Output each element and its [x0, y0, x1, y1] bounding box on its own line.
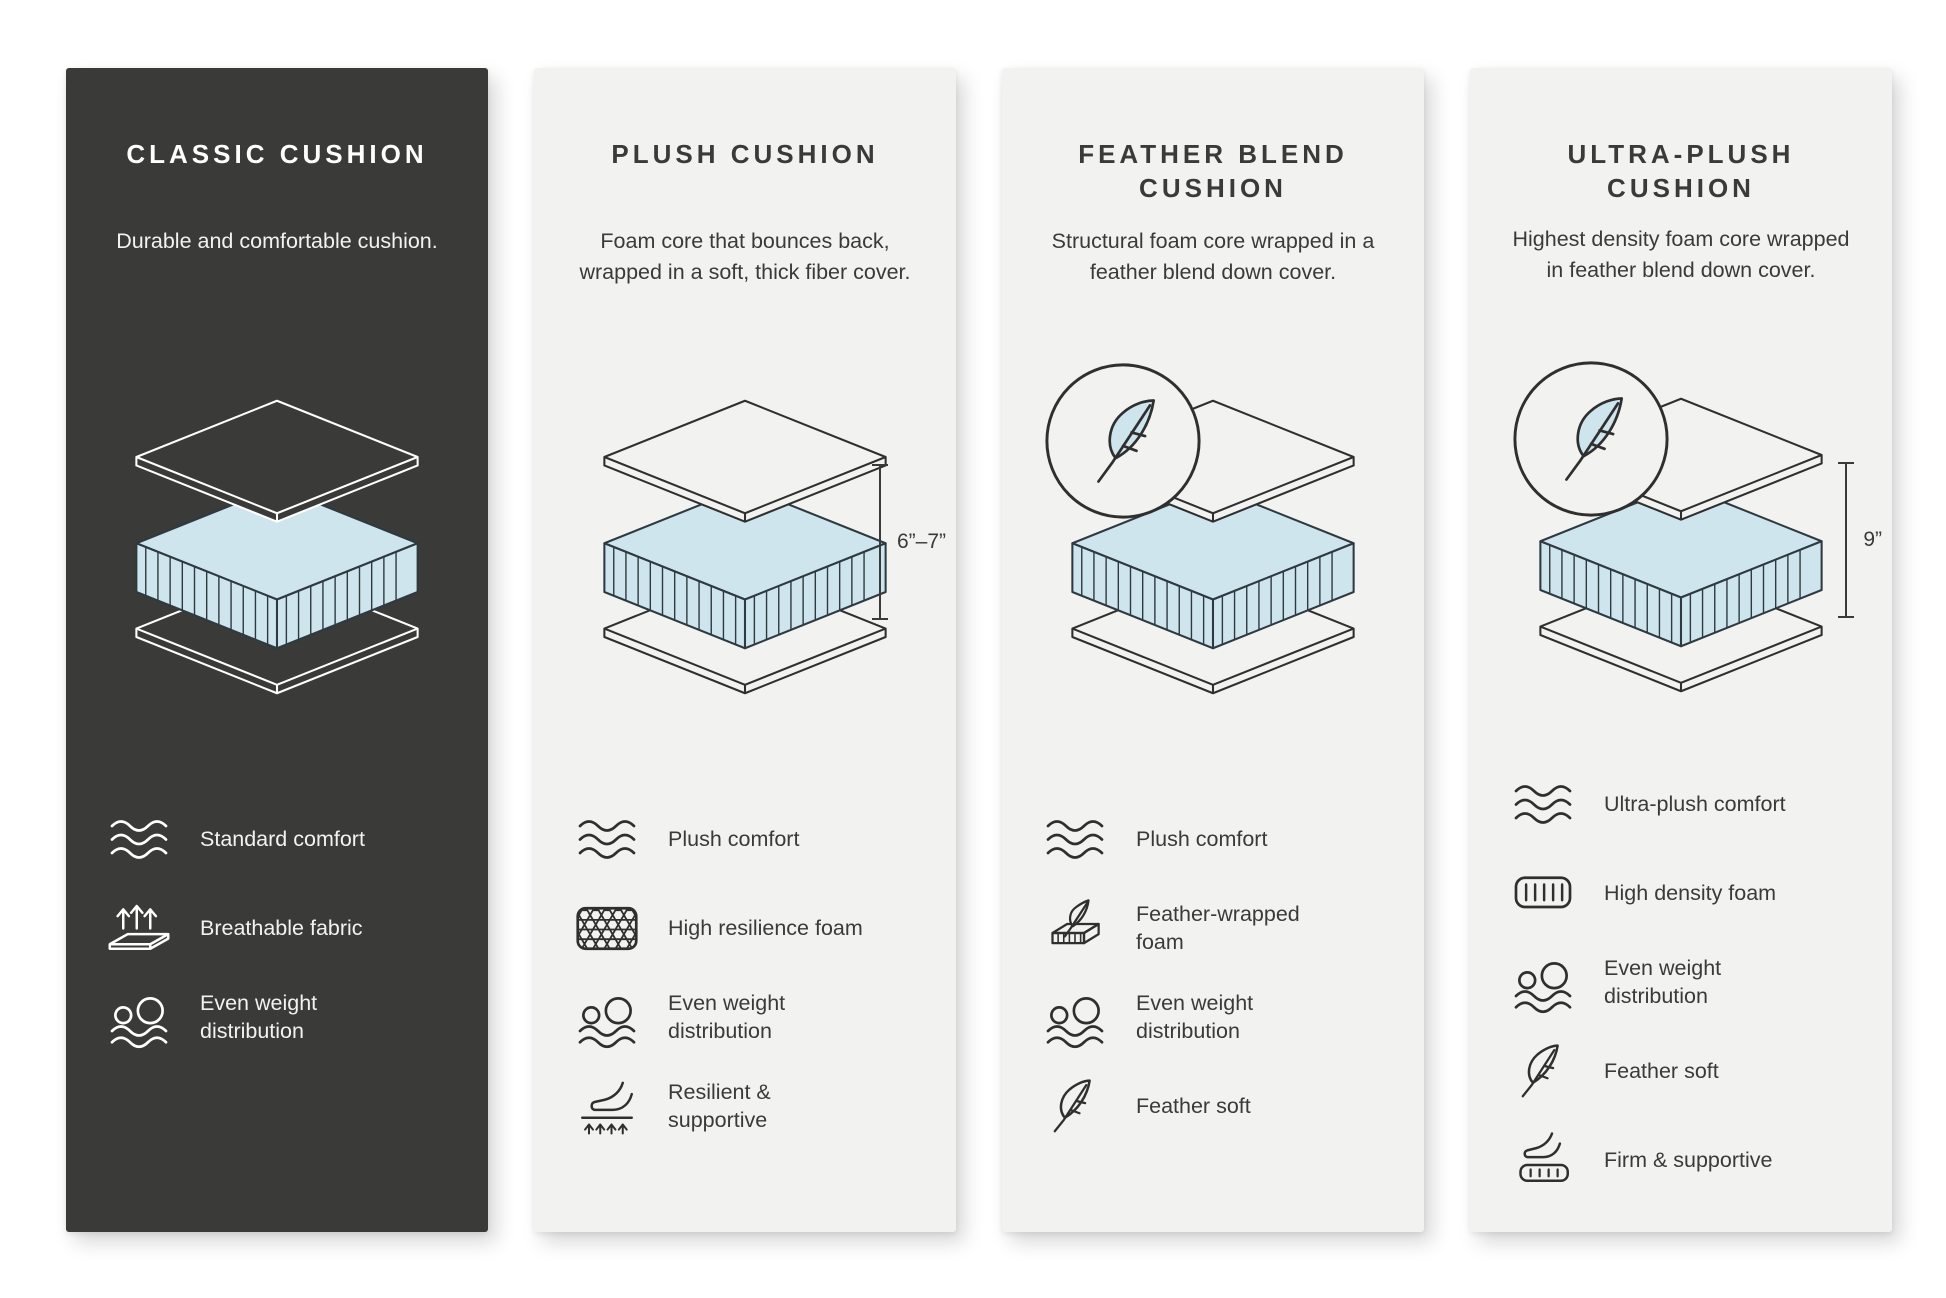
panel-description: Structural foam core wrapped in a feathe…: [1051, 229, 1375, 285]
feature-label: Even weight distribution: [668, 990, 786, 1043]
feather-badge-icon: [1042, 360, 1204, 522]
panel-description: Foam core that bounces back, wrapped in …: [579, 229, 911, 285]
weight-distribution-icon: [1504, 951, 1582, 1014]
feature-label: Standard comfort: [200, 826, 365, 851]
feature-label: Feather soft: [1604, 1058, 1719, 1083]
height-measurement: 9”: [1838, 461, 1882, 618]
weight-distribution-icon: [100, 986, 178, 1049]
feature-item: Even weight distribution: [100, 986, 454, 1049]
feature-label: Ultra-plush comfort: [1604, 791, 1786, 816]
honeycomb-foam-icon: [568, 897, 646, 960]
cushion-layers-diagram: [100, 386, 454, 716]
feature-list: Standard comfort Breathable fabric Even …: [100, 808, 454, 1049]
feather-icon: [1504, 1040, 1582, 1103]
feature-item: High resilience foam: [568, 897, 922, 960]
feather-badge-icon: [1510, 358, 1672, 520]
measure-line: [871, 464, 888, 620]
feature-item: Feather-wrapped foam: [1036, 897, 1390, 960]
cushion-stack-illustration: [595, 396, 895, 698]
resilient-hand-icon: [568, 1075, 646, 1138]
panel-title: ULTRA-PLUSH CUSHION: [1567, 139, 1795, 203]
feature-label: High density foam: [1604, 880, 1777, 905]
high-density-foam-icon: [1504, 862, 1582, 925]
cushion-layers-diagram: [1036, 386, 1390, 716]
measure-label: 6”–7”: [896, 530, 946, 553]
feature-label: Even weight distribution: [1604, 955, 1722, 1008]
feature-label: Plush comfort: [668, 826, 800, 851]
feature-item: Ultra-plush comfort: [1504, 773, 1858, 836]
feature-item: Firm & supportive: [1504, 1129, 1858, 1192]
panel-feather-blend-cushion: FEATHER BLEND CUSHION Structural foam co…: [1002, 68, 1424, 1232]
feature-label: Plush comfort: [1136, 826, 1268, 851]
feature-label: Resilient & supportive: [668, 1079, 771, 1132]
panel-plush-cushion: PLUSH CUSHION Foam core that bounces bac…: [534, 68, 956, 1232]
feature-list: Plush comfort Feather-wrapped foam Even …: [1036, 808, 1390, 1138]
waves-icon: [1504, 773, 1582, 836]
feature-label: Breathable fabric: [200, 915, 363, 940]
feature-item: Breathable fabric: [100, 897, 454, 960]
panel-title: FEATHER BLEND CUSHION: [1078, 139, 1348, 203]
firm-supportive-icon: [1504, 1129, 1582, 1192]
feature-label: Firm & supportive: [1604, 1147, 1773, 1172]
feature-label: Even weight distribution: [200, 990, 318, 1043]
cushion-layers-diagram: 6”–7”: [568, 386, 946, 716]
height-measurement: 6”–7”: [871, 464, 946, 620]
panel-title: CLASSIC CUSHION: [126, 139, 428, 169]
feature-label: High resilience foam: [668, 915, 863, 940]
feature-label: Even weight distribution: [1136, 990, 1254, 1043]
feature-item: Plush comfort: [568, 808, 922, 871]
measure-label: 9”: [1863, 527, 1882, 551]
feather-icon: [1036, 1075, 1114, 1138]
panel-description: Highest density foam core wrapped in fea…: [1512, 226, 1850, 282]
feature-label: Feather soft: [1136, 1093, 1251, 1118]
waves-icon: [568, 808, 646, 871]
panel-ultra-plush-cushion: ULTRA-PLUSH CUSHION Highest density foam…: [1470, 68, 1892, 1232]
waves-icon: [100, 808, 178, 871]
weight-distribution-icon: [568, 986, 646, 1049]
feature-item: Feather soft: [1504, 1040, 1858, 1103]
feather-wrapped-foam-icon: [1036, 897, 1114, 960]
feature-item: Resilient & supportive: [568, 1075, 922, 1138]
feature-label: Feather-wrapped foam: [1136, 901, 1300, 954]
weight-distribution-icon: [1036, 986, 1114, 1049]
panel-description: Durable and comfortable cushion.: [116, 229, 438, 253]
feature-item: Plush comfort: [1036, 808, 1390, 871]
measure-line: [1838, 461, 1855, 618]
feature-item: Even weight distribution: [568, 986, 922, 1049]
feature-list: Plush comfort High resilience foam Even …: [568, 808, 922, 1138]
feature-item: Feather soft: [1036, 1075, 1390, 1138]
waves-icon: [1036, 808, 1114, 871]
feature-item: High density foam: [1504, 862, 1858, 925]
feature-list: Ultra-plush comfort High density foam Ev…: [1504, 773, 1858, 1192]
panel-title: PLUSH CUSHION: [611, 139, 879, 169]
cushion-stack-illustration: [127, 396, 427, 698]
feature-item: Even weight distribution: [1504, 951, 1858, 1014]
panel-classic-cushion: CLASSIC CUSHION Durable and comfortable …: [66, 68, 488, 1232]
feature-item: Even weight distribution: [1036, 986, 1390, 1049]
feature-item: Standard comfort: [100, 808, 454, 871]
breathable-icon: [100, 897, 178, 960]
cushion-layers-diagram: 9”: [1504, 384, 1882, 681]
